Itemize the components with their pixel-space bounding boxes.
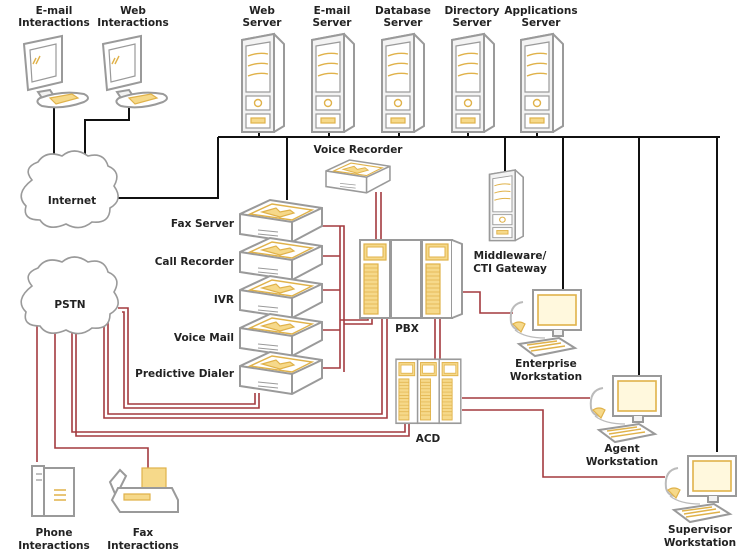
- cabinet-icon: [359, 239, 391, 319]
- server-label-1: E-mail: [314, 5, 351, 17]
- applications-server: Applications Server: [504, 5, 578, 133]
- trunk-pstn-fax: [54, 322, 149, 468]
- server-stack: Fax Server Call Recorder IVR Voice Mail …: [135, 199, 323, 395]
- server-label-2: Server: [383, 17, 423, 29]
- email-server: E-mail Server: [311, 5, 355, 133]
- server-tower-icon: [451, 33, 495, 133]
- pbx-label: PBX: [395, 323, 419, 335]
- cabinet-blank-panel: [390, 239, 422, 319]
- stack-label: Call Recorder: [155, 256, 235, 268]
- ws-label-1: Supervisor: [668, 524, 733, 536]
- trunk-pstn-acd: [71, 324, 410, 437]
- cloud-icon: [20, 150, 119, 229]
- voice-mail: Voice Mail: [174, 313, 323, 357]
- trunk-pstn-dialer: [118, 307, 260, 409]
- server-tower-icon: [311, 33, 355, 133]
- stack-label: IVR: [214, 294, 234, 306]
- fax-interactions-client: Fax Interactions: [107, 467, 179, 552]
- middleware-label-1: Middleware/: [474, 250, 547, 262]
- pstn-label: PSTN: [54, 299, 85, 311]
- link-web-client-internet: [84, 103, 130, 178]
- cabinet-icon: [395, 358, 419, 425]
- appliance-box-icon: [239, 313, 323, 357]
- voice-recorder-label: Voice Recorder: [313, 144, 403, 156]
- web-client-label-2: Interactions: [97, 17, 169, 29]
- web-server: Web Server: [241, 5, 285, 133]
- fax-client-label-2: Interactions: [107, 540, 179, 552]
- trunk-pbx-enterprise: [462, 291, 513, 314]
- server-tower-icon: [488, 169, 525, 242]
- voice-recorder: Voice Recorder: [313, 144, 403, 194]
- email-client-label-1: E-mail: [36, 5, 73, 17]
- stack-label: Fax Server: [171, 218, 235, 230]
- acd: ACD: [395, 358, 462, 445]
- appliance-box-icon: [325, 159, 391, 194]
- middleware-label-2: CTI Gateway: [473, 263, 547, 275]
- server-tower-icon: [520, 33, 564, 133]
- cloud-icon: [20, 256, 119, 335]
- trunk-pbx-pstn: [103, 308, 388, 419]
- appliance-box-icon: [239, 351, 323, 395]
- fax-client-label-1: Fax: [133, 527, 154, 539]
- phone-interactions-client: Phone Interactions: [18, 465, 90, 552]
- middleware-cti-gateway: Middleware/ CTI Gateway: [473, 169, 547, 275]
- server-label-2: Server: [242, 17, 282, 29]
- link-internet-backbone: [118, 137, 219, 199]
- cabinet-icon: [416, 358, 441, 425]
- enterprise-workstation: Enterprise Workstation: [509, 289, 582, 383]
- desktop-pc-icon: [23, 35, 89, 109]
- internet-label: Internet: [48, 195, 96, 207]
- predictive-dialer: Predictive Dialer: [135, 351, 323, 395]
- phone-client-label-2: Interactions: [18, 540, 90, 552]
- ws-label-1: Agent: [604, 443, 639, 455]
- directory-server: Directory Server: [444, 5, 500, 133]
- server-tower-icon: [381, 33, 425, 133]
- trunk-acd-supervisor: [462, 409, 665, 478]
- stack-label: Voice Mail: [174, 332, 234, 344]
- ws-label-2: Workstation: [664, 537, 736, 549]
- ws-label-2: Workstation: [586, 456, 658, 468]
- headset-workstation-icon: [509, 289, 582, 357]
- appliance-box-icon: [239, 199, 323, 243]
- phone-client-label-1: Phone: [36, 527, 73, 539]
- web-client-label-1: Web: [120, 5, 146, 17]
- server-tower-icon: [241, 33, 285, 133]
- server-label-2: Server: [521, 17, 561, 29]
- pstn-cloud: PSTN: [20, 256, 119, 335]
- fax-server: Fax Server: [171, 199, 323, 243]
- server-label-1: Web: [249, 5, 275, 17]
- desktop-pc-icon: [102, 35, 168, 109]
- stack-label: Predictive Dialer: [135, 368, 235, 380]
- pbx: PBX: [359, 239, 463, 335]
- web-interactions-client: Web Interactions: [97, 5, 169, 109]
- trunk-voice-recorder-pbx: [375, 192, 382, 240]
- database-server: Database Server: [375, 5, 431, 133]
- ws-label-1: Enterprise: [515, 358, 577, 370]
- phone-icon: [31, 465, 75, 517]
- fax-machine-icon: [108, 467, 179, 513]
- server-label-1: Applications: [504, 5, 577, 17]
- cabinet-icon: [438, 358, 462, 425]
- call-recorder: Call Recorder: [155, 237, 323, 281]
- server-label-1: Directory: [444, 5, 499, 17]
- server-label-1: Database: [375, 5, 431, 17]
- acd-label: ACD: [416, 433, 441, 445]
- telephony-network: [36, 192, 665, 478]
- trunk-stack-bus: [322, 225, 345, 372]
- headset-workstation-icon: [589, 375, 662, 443]
- appliance-box-icon: [239, 275, 323, 319]
- ws-label-2: Workstation: [510, 371, 582, 383]
- cabinet-icon: [421, 239, 453, 319]
- headset-workstation-icon: [664, 455, 737, 523]
- server-label-2: Server: [452, 17, 492, 29]
- email-client-label-2: Interactions: [18, 17, 90, 29]
- supervisor-workstation: Supervisor Workstation: [664, 455, 737, 549]
- server-label-2: Server: [312, 17, 352, 29]
- appliance-box-icon: [239, 237, 323, 281]
- email-interactions-client: E-mail Interactions: [18, 5, 90, 109]
- internet-cloud: Internet: [20, 150, 119, 229]
- agent-workstation: Agent Workstation: [586, 375, 662, 468]
- ivr: IVR: [214, 275, 323, 319]
